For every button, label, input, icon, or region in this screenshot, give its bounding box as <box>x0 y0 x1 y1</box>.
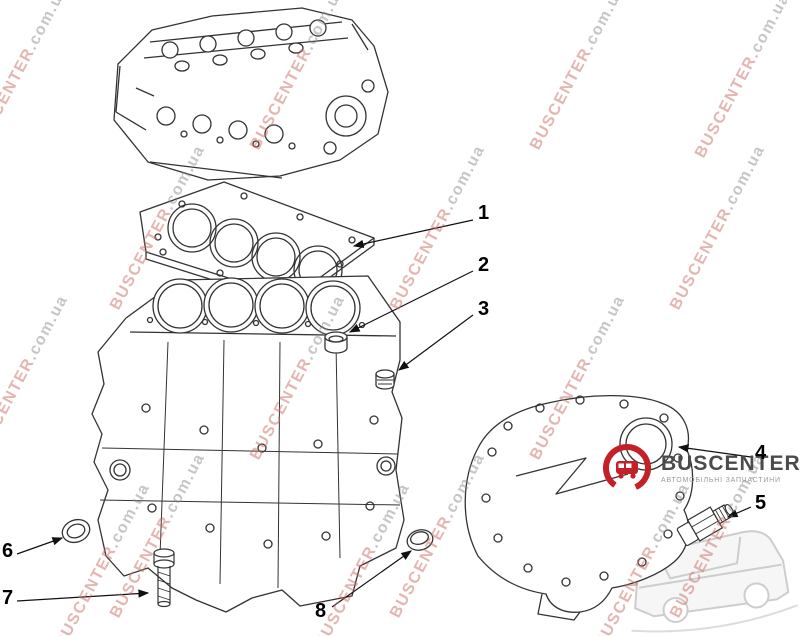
part-8-cup-plug <box>406 529 434 551</box>
leader-line-4 <box>677 444 752 458</box>
callout-label-6: 6 <box>2 540 14 562</box>
logo-tagline: АВТОМОБІЛЬНІ ЗАПЧАСТИНИ <box>661 476 781 484</box>
part-6-seal-ring <box>61 518 91 544</box>
callout-label-3: 3 <box>478 298 490 320</box>
leader-line-1 <box>352 219 474 249</box>
callout-label-7: 7 <box>2 587 14 609</box>
bus-logo-icon <box>603 444 651 492</box>
timing-cover-drawing <box>464 395 694 621</box>
part-3-threaded-plug <box>375 369 395 390</box>
buscenter-logo: BUSCENTER АВТОМОБІЛЬНІ ЗАПЧАСТИНИ <box>600 441 800 495</box>
leader-line-2 <box>348 270 474 333</box>
callout-label-5: 5 <box>755 492 767 514</box>
part-7-stud-bolt <box>153 548 175 608</box>
logo-text-block: BUSCENTER АВТОМОБІЛЬНІ ЗАПЧАСТИНИ <box>661 453 800 484</box>
callout-label-1: 1 <box>478 202 490 224</box>
callout-label-8: 8 <box>315 600 327 622</box>
callout-label-4: 4 <box>755 442 767 464</box>
callout-label-2: 2 <box>478 254 490 276</box>
leader-line-7 <box>16 589 150 602</box>
logo-name: BUSCENTER <box>661 451 800 475</box>
leader-line-5 <box>726 506 752 518</box>
leader-line-3 <box>398 314 474 371</box>
cylinder-head-drawing <box>113 7 389 181</box>
leader-line-6 <box>16 537 64 555</box>
part-2-cap-plug <box>324 331 348 354</box>
leader-line-8 <box>331 550 412 608</box>
engine-block-drawing <box>91 275 405 613</box>
